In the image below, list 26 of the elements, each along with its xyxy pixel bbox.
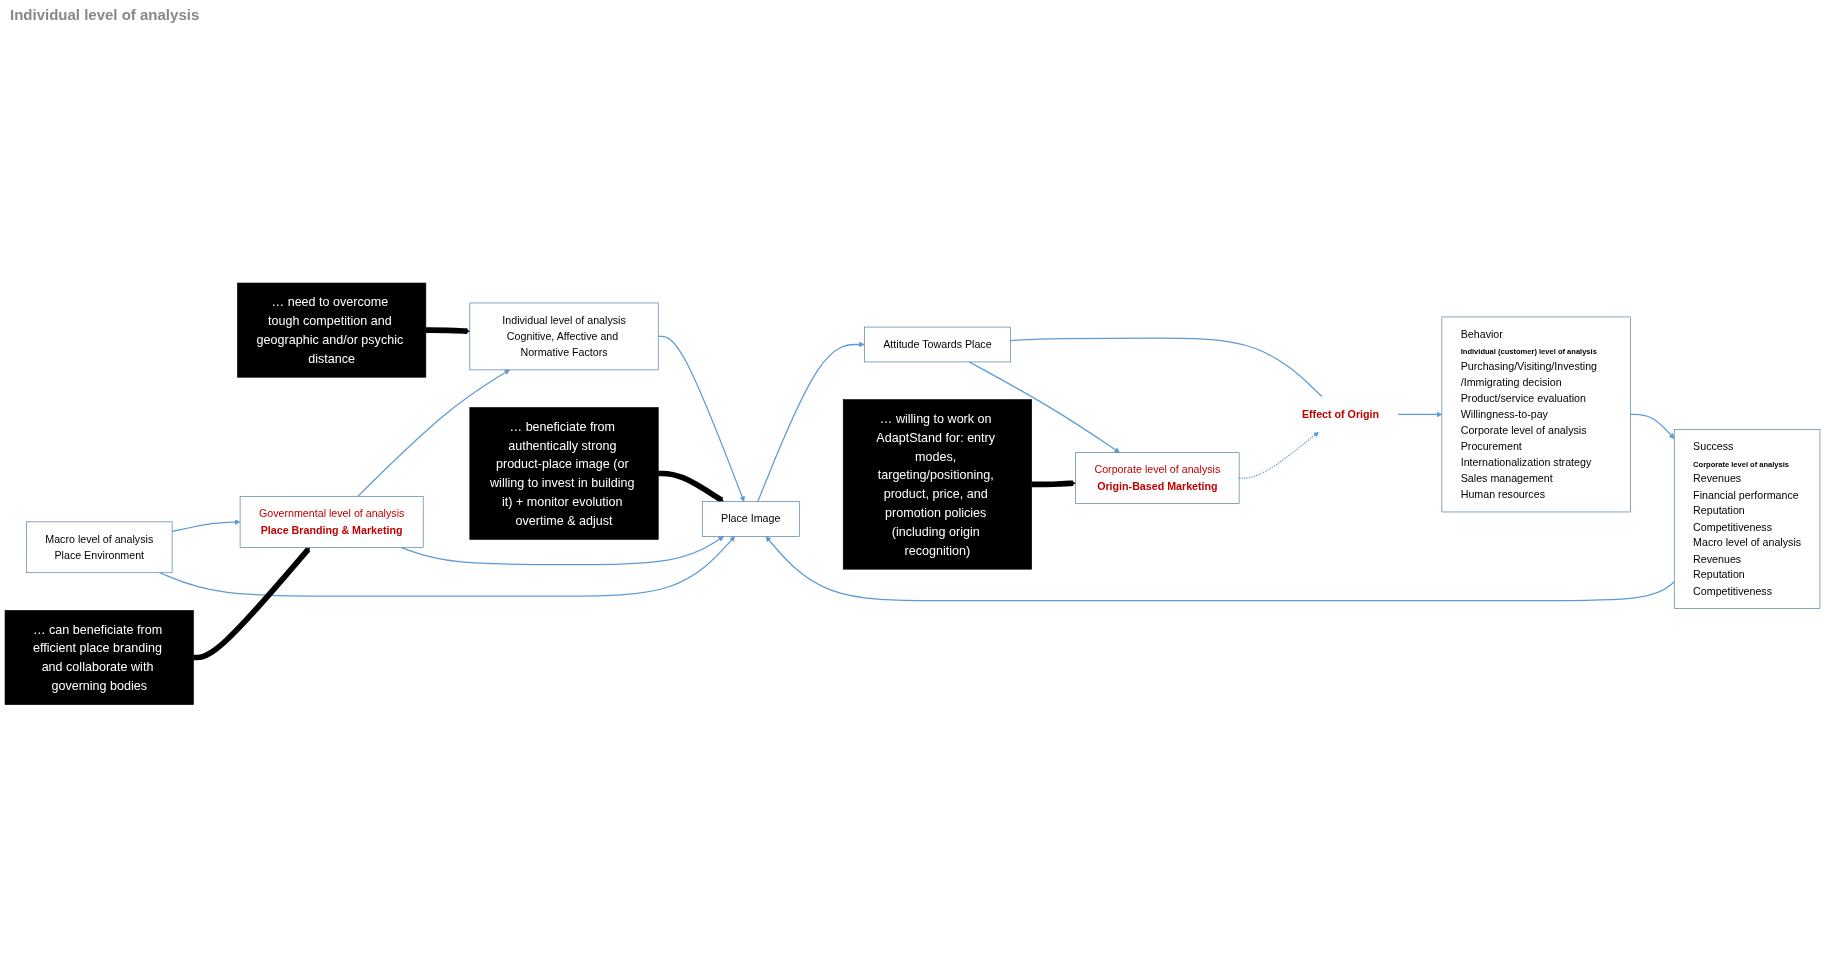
node-box: Attitude Towards Place (864, 326, 1011, 363)
level-caption: Individual level of analysis (10, 6, 200, 25)
connector (1009, 337, 1323, 398)
arrow (1031, 480, 1076, 488)
arrow (757, 341, 865, 503)
node-box: Governmental level of analysis Place Branding & Marketing (239, 496, 424, 548)
arrow (765, 536, 1675, 602)
arrow (193, 547, 311, 661)
arrow (658, 470, 724, 503)
node-box: … beneficiate from authentically strong product-place image (or willing to invest in building it) + monitor evolution overtime & adjust (469, 407, 659, 540)
arrow (171, 519, 241, 533)
node-box: … can beneficiate from efficient place branding and collaborate with governing bodies (4, 610, 194, 706)
arrow (159, 536, 736, 597)
node-box: … willing to work on AdaptStand for: entry modes, targeting/positioning, product, price, and promotion policies (including origin recognition) (842, 399, 1032, 570)
node-box: Individual level of analysis Cognitive, Affective and Normative Factors (469, 302, 659, 371)
arrow (1629, 414, 1675, 440)
node-box: Macro level of analysis Place Environment (26, 521, 173, 574)
arrow (400, 536, 724, 566)
arrow (425, 327, 471, 335)
arrow (657, 335, 745, 502)
node-box: … need to overcome tough competition and geographic and/or psychic distance (237, 282, 427, 378)
arrow (356, 369, 510, 498)
node-text: Effect of Origin (1301, 408, 1380, 421)
node-box: Place Image (701, 501, 800, 537)
arrow (1397, 411, 1443, 418)
node-box: Corporate level of analysis Origin-Based Marketing (1075, 452, 1240, 505)
